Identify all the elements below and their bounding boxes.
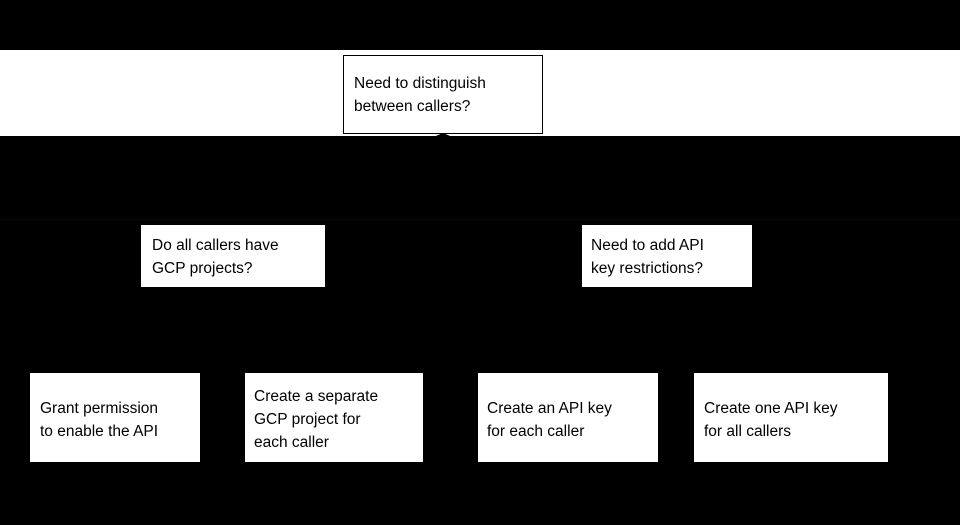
flowchart-node-decision-api-key-restrictions[interactable]: Need to add API key restrictions?	[582, 225, 752, 287]
flowchart-node-outcome-api-key-each-caller[interactable]: Create an API key for each caller	[478, 373, 658, 462]
flowchart-node-outcome-separate-gcp-project[interactable]: Create a separate GCP project for each c…	[245, 373, 423, 462]
background-band-middle	[0, 219, 960, 220]
flowchart-node-decision-gcp-projects[interactable]: Do all callers have GCP projects?	[141, 225, 325, 287]
connector-root-chevron-icon	[419, 133, 467, 143]
flowchart-node-outcome-grant-permission[interactable]: Grant permission to enable the API	[30, 373, 200, 462]
flowchart-node-root-decision[interactable]: Need to distinguish between callers?	[343, 55, 543, 134]
flowchart-node-outcome-api-key-all-callers[interactable]: Create one API key for all callers	[694, 373, 888, 462]
